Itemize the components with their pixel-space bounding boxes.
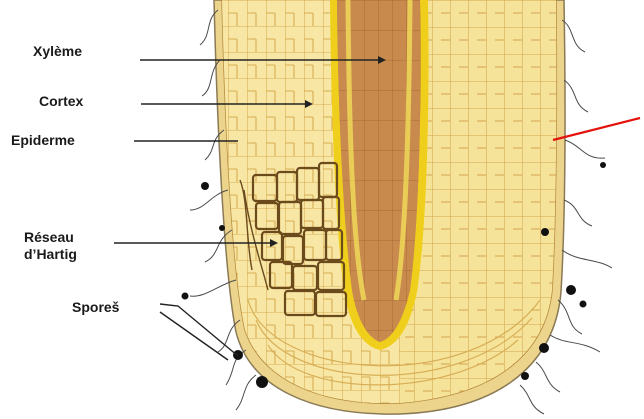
- label-epiderme: Epiderme: [11, 132, 75, 149]
- spores-pointer: [160, 304, 238, 356]
- label-spores: Sporeš: [72, 299, 119, 316]
- label-cortex: Cortex: [39, 93, 83, 110]
- label-xyleme: Xylème: [33, 43, 82, 60]
- label-reseau-line2: d’Hartig: [24, 246, 77, 263]
- label-reseau-line1: Réseau: [24, 229, 77, 246]
- red-pointer-line: [553, 118, 640, 140]
- label-reseau-hartig: Réseau d’Hartig: [24, 229, 77, 263]
